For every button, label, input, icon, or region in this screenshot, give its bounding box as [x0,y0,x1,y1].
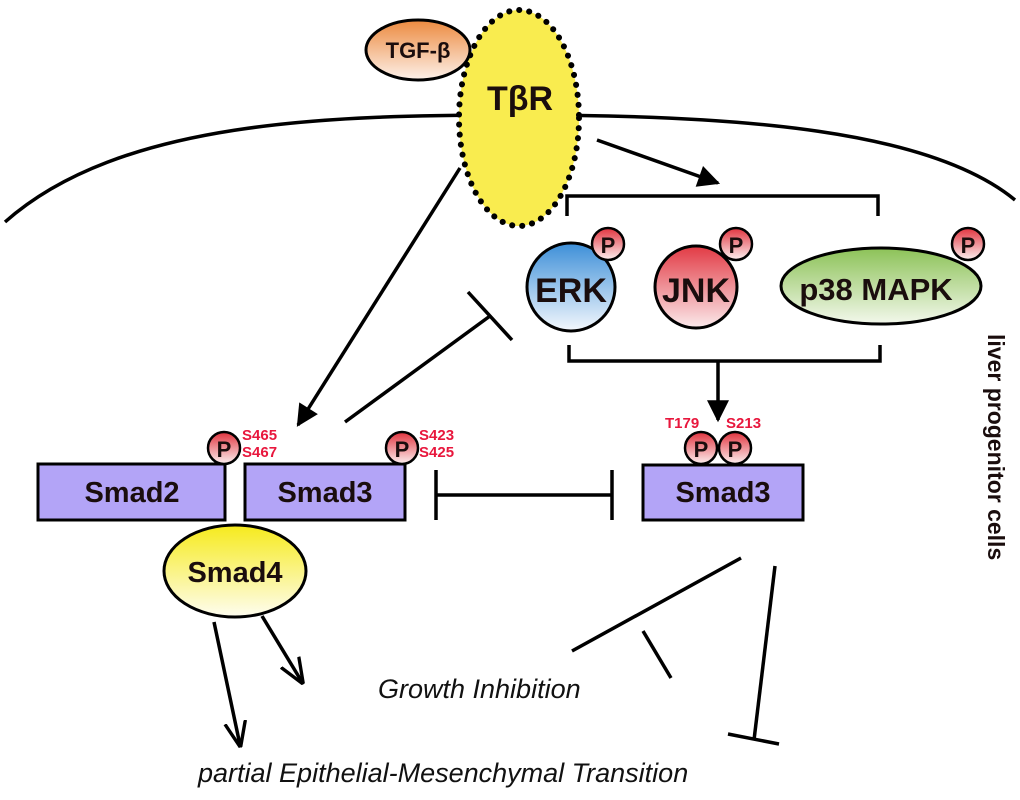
arrow-receptor-to-smad [296,167,462,427]
kinase-erk [525,241,617,333]
phospho-erk [590,226,626,262]
smad3-linker-label: Smad3 [675,477,770,509]
smad4-complex [162,523,308,619]
kinase-p38-label: p38 MAPK [799,272,953,307]
site-smad3l-s213: S213 [726,415,761,432]
site-smad3l-t179: T179 [665,415,699,432]
kinase-jnk [653,244,739,330]
smad4-label: Smad4 [187,557,282,589]
receptor-label: TβR [487,80,553,118]
kinase-jnk-label: JNK [662,272,730,310]
arrow-smad4-to-growth [260,615,302,682]
smad3-linker-box [641,463,805,522]
phospho-jnk [718,226,754,262]
outcome-growth-inhibition: Growth Inhibition [378,674,581,704]
smad3-canonical-label: Smad3 [277,477,372,509]
outcome-partial-emt: partial Epithelial-Mesenchymal Transitio… [197,758,688,788]
inhibit-bar-emt [727,732,780,746]
site-smad2-s467: S467 [242,444,277,461]
receptor-tbr [456,7,582,229]
kinase-p38-mapk [779,246,983,326]
phospho-p38-label: P [961,233,976,258]
inhibit-smad3l-to-growth [571,556,742,653]
phospho-smad3l-t179 [683,430,719,466]
phospho-smad3c-label: P [395,437,410,462]
site-smad3c-s425: S425 [419,444,454,461]
smad3-canonical-box [243,462,407,522]
phospho-smad3l-t179-label: P [694,437,709,462]
phospho-smad3l-s213 [717,430,753,466]
phospho-smad3l-s213-label: P [728,437,743,462]
kinase-erk-label: ERK [535,272,607,310]
site-smad2-s465: S465 [242,427,277,444]
phospho-jnk-label: P [729,233,744,258]
phospho-smad2-label: P [217,437,232,462]
ligand-tgf-beta [364,18,472,82]
mapk-bracket-bottom [567,345,882,363]
mapk-bracket-top [565,194,880,216]
inhibit-mapk-to-smad3c [343,314,492,424]
site-smad3c-s423: S423 [419,427,454,444]
inhibit-smad3l-to-emt [752,565,777,741]
phospho-smad3c [384,430,420,466]
inhibit-bar-growth [641,630,673,679]
ligand-label: TGF-β [386,38,451,63]
smad2-label: Smad2 [84,477,179,509]
cell-type-label: liver progenitor cells [983,334,1009,560]
phospho-smad2 [206,430,242,466]
inhibit-bar-mapk [466,290,514,342]
phospho-p38 [950,226,986,262]
arrow-receptor-to-mapk [596,138,721,187]
phospho-erk-label: P [601,233,616,258]
smad2-box [36,462,227,522]
arrow-smad4-to-emt [212,621,240,745]
